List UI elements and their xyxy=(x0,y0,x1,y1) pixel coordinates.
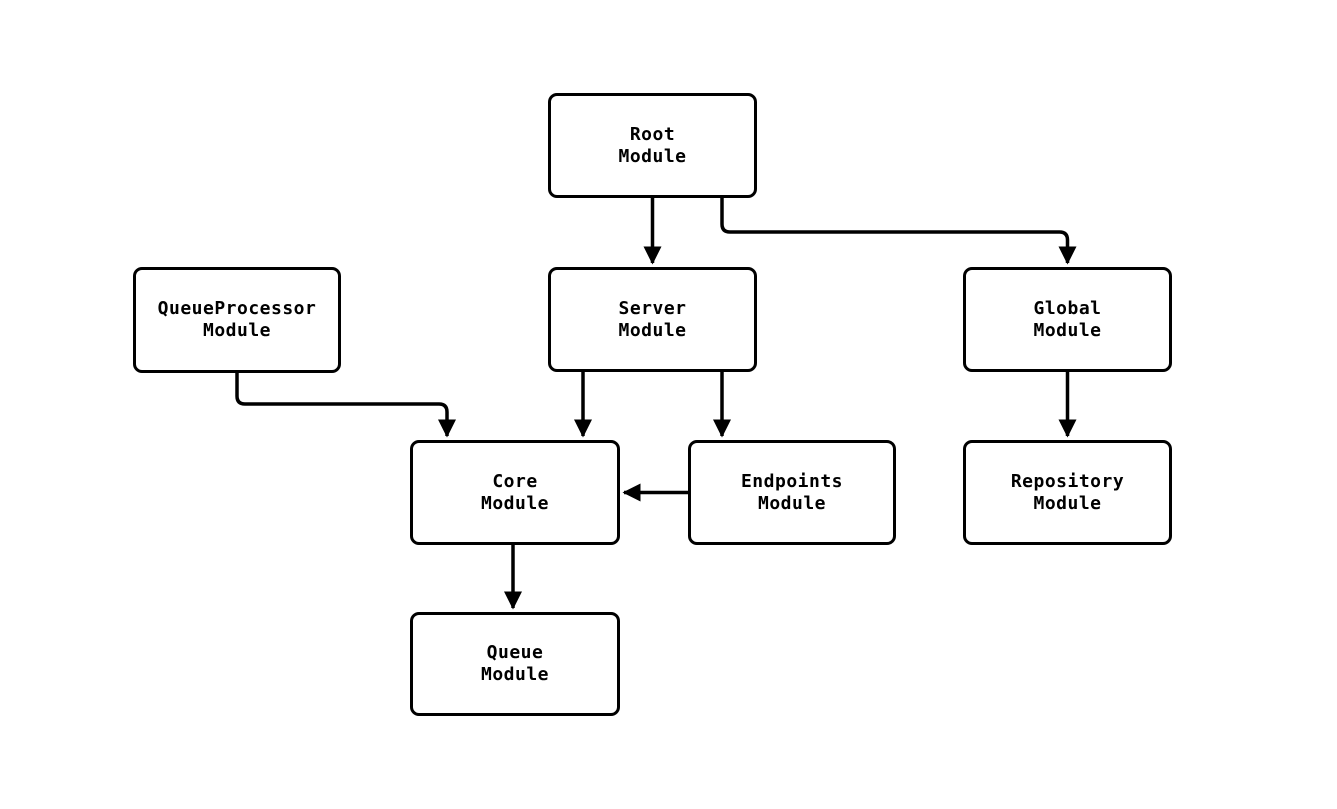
node-queue-module: Queue Module xyxy=(410,612,620,716)
edge-root-to-global xyxy=(720,198,1077,265)
node-root-module-label-line1: Root xyxy=(629,123,676,145)
node-server-module-label-line1: Server xyxy=(618,297,687,319)
node-core-module-label-line2: Module xyxy=(480,492,550,514)
node-queueprocessor-module-label-line1: QueueProcessor xyxy=(157,298,317,319)
node-root-module-label-line2: Module xyxy=(618,145,687,167)
node-root-module: Root Module xyxy=(548,93,757,198)
node-queueprocessor-module: QueueProcessor Module xyxy=(133,267,341,373)
node-core-module: Core Module xyxy=(410,440,620,545)
node-repository-module-label-line1: Repository xyxy=(1010,470,1125,492)
node-endpoints-module-label-line1: Endpoints xyxy=(740,470,844,492)
node-repository-module: Repository Module xyxy=(963,440,1172,545)
node-repository-module-label-line2: Module xyxy=(1033,492,1102,514)
node-endpoints-module: Endpoints Module xyxy=(688,440,896,545)
node-global-module: Global Module xyxy=(963,267,1172,372)
node-server-module: Server Module xyxy=(548,267,757,372)
node-queueprocessor-module-label-line2: Module xyxy=(202,320,272,341)
node-endpoints-module-label-line2: Module xyxy=(757,492,827,514)
node-global-module-label-line2: Module xyxy=(1033,319,1102,341)
node-global-module-label-line1: Global xyxy=(1033,297,1102,319)
edge-queueprocessor-to-core xyxy=(235,373,456,438)
node-queue-module-label-line1: Queue xyxy=(486,642,544,663)
node-core-module-label-line1: Core xyxy=(492,470,538,492)
node-queue-module-label-line2: Module xyxy=(480,664,550,685)
node-server-module-label-line2: Module xyxy=(618,319,687,341)
